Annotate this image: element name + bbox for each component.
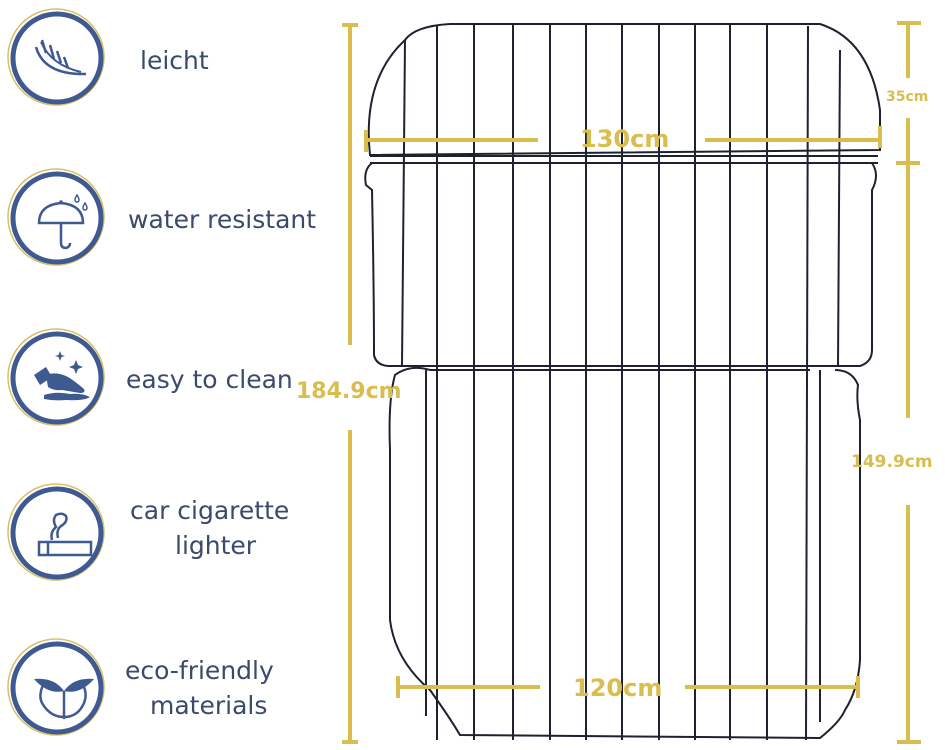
feather-icon [7,8,105,106]
feature-label: easy to clean [126,365,293,394]
dimension-bottom-width: 120cm [573,674,663,702]
cleaning-hand-icon [7,328,105,426]
mattress-outline [364,23,881,741]
feature-eco-friendly: eco-friendly materials [0,630,330,750]
dimension-top-width: 130cm [580,125,670,153]
feature-label-line1: eco-friendly [125,656,274,685]
sprout-icon [7,638,105,736]
feature-label-line1: car cigarette [130,496,290,525]
feature-easy-to-clean: easy to clean [0,320,330,440]
dimension-bottom-length: 149.9cm [851,452,933,472]
dimension-top-height: 35cm [886,89,929,105]
dimension-total-length: 184.9cm [296,379,402,404]
feature-label-line2: materials [150,691,268,720]
umbrella-rain-icon [7,168,105,266]
feature-label-line2: lighter [175,531,257,560]
feature-car-cigarette-lighter: car cigarette lighter [0,470,330,600]
cigarette-icon [7,483,105,581]
feature-label: leicht [140,46,209,75]
dimension-lines [342,21,921,744]
feature-lightweight: leicht [0,0,330,120]
feature-water-resistant: water resistant [0,160,330,280]
feature-label: water resistant [128,205,317,234]
